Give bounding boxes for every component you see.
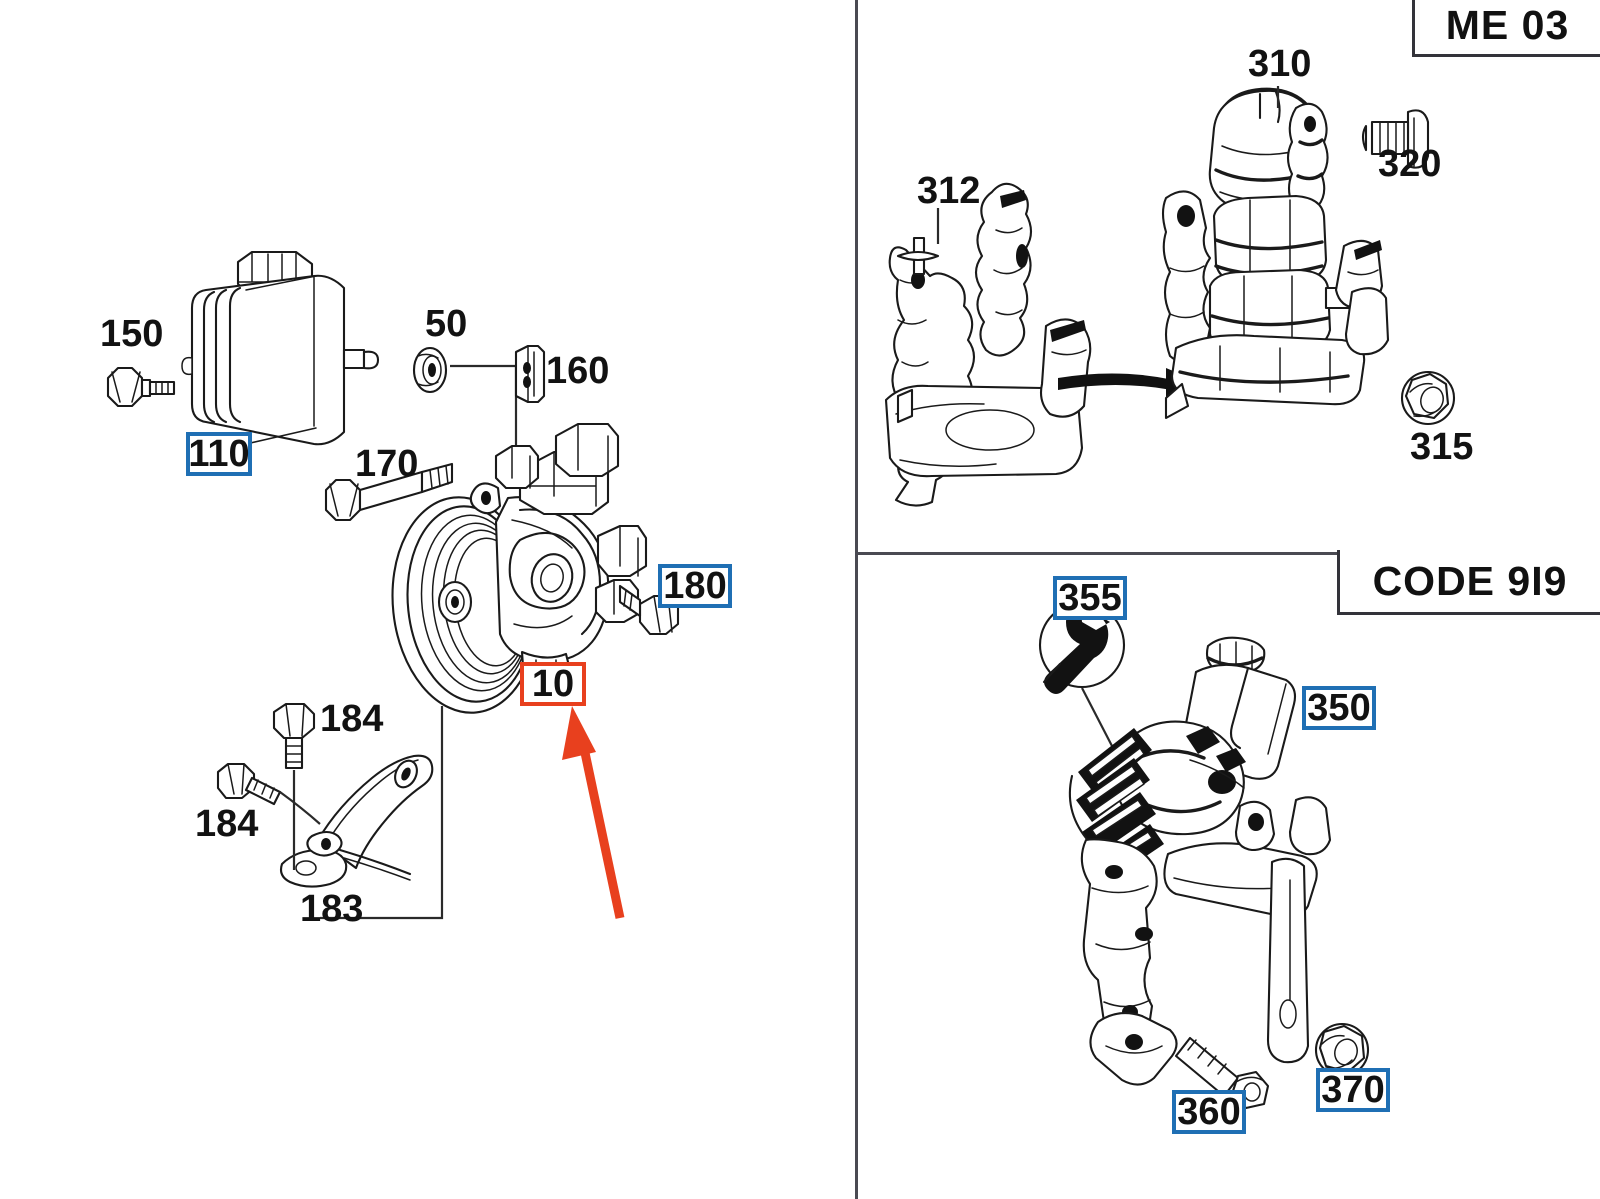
part-bolt-184-upper <box>272 702 316 870</box>
part-nut-315 <box>1400 370 1456 426</box>
callout-110-boxed[interactable]: 110 <box>186 432 252 476</box>
callout-183: 183 <box>300 888 364 930</box>
callout-184-lower: 184 <box>195 803 259 845</box>
part-bracket-183 <box>279 754 434 888</box>
callout-350-boxed[interactable]: 350 <box>1302 686 1376 730</box>
panel-divider-horizontal <box>855 552 1600 555</box>
callout-360-boxed[interactable]: 360 <box>1172 1090 1246 1134</box>
leader-line-pump-to-bracket <box>440 706 444 920</box>
callout-160: 160 <box>546 350 610 392</box>
callout-180-boxed[interactable]: 180 <box>658 564 732 608</box>
part-power-steering-pump-10 <box>391 422 648 714</box>
callout-184-upper: 184 <box>320 698 384 740</box>
callout-170: 170 <box>355 443 419 485</box>
callout-370-boxed[interactable]: 370 <box>1316 1068 1390 1112</box>
part-clip-160 <box>514 344 546 404</box>
part-eh-steering-pump-350 <box>1068 636 1332 1086</box>
leader-line-355 <box>1081 687 1143 805</box>
leader-line-50 <box>450 364 518 478</box>
part-heat-shield-312 <box>884 182 1092 507</box>
panel-divider-vertical <box>855 0 858 1199</box>
callout-312: 312 <box>917 170 981 212</box>
callout-150: 150 <box>100 313 164 355</box>
red-highlight-arrow <box>562 706 625 919</box>
part-bolt-150 <box>106 366 176 408</box>
callout-320: 320 <box>1378 143 1442 185</box>
callout-50: 50 <box>425 303 468 345</box>
callout-355-boxed[interactable]: 355 <box>1053 576 1127 620</box>
panel-header-me03: ME 03 <box>1412 0 1600 57</box>
callout-10-boxed-highlight[interactable]: 10 <box>520 662 586 706</box>
assembly-direction-arrow <box>1058 368 1204 400</box>
part-ring-50 <box>412 346 448 394</box>
callout-315: 315 <box>1410 426 1474 468</box>
part-tandem-pump-310 <box>1161 87 1390 420</box>
part-reservoir-110 <box>181 250 380 446</box>
callout-310: 310 <box>1248 43 1312 85</box>
panel-header-code-919: CODE 9I9 <box>1337 550 1600 615</box>
